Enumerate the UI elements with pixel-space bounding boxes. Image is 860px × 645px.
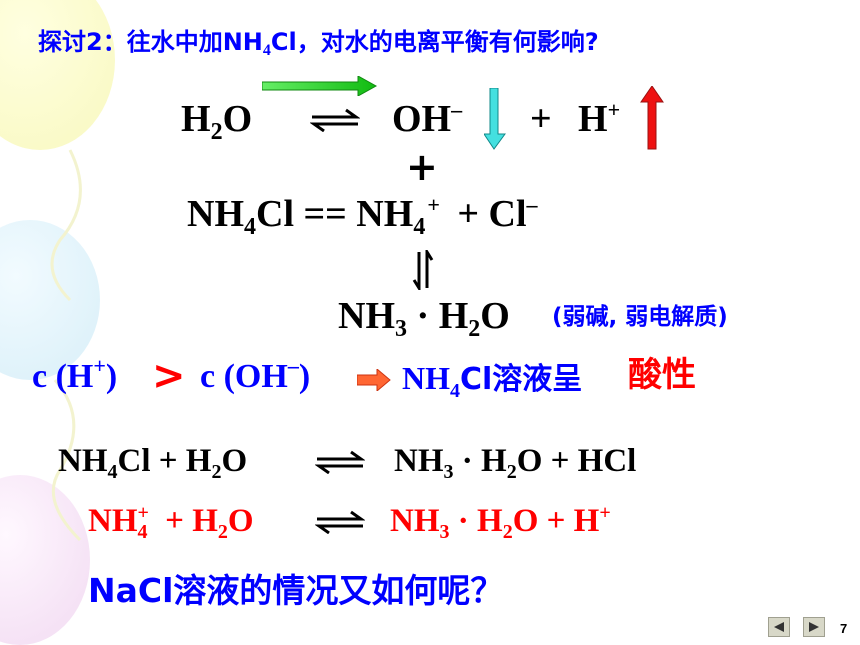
- title-prefix: 探讨2：往水中加NH: [38, 28, 263, 56]
- ionic-hydrolysis-products: NH3 · H2O + H+: [390, 502, 611, 542]
- acidic-label: 酸性: [628, 355, 696, 395]
- compare-left-sup: +: [93, 353, 106, 378]
- eq4-e-sub: 2: [506, 461, 517, 483]
- eq2-nh-sub: 4: [244, 214, 256, 240]
- page-number: 7: [840, 621, 848, 636]
- compare-right-sup: –: [287, 353, 299, 378]
- eq1-hplus-sup: +: [607, 97, 621, 122]
- hydrolysis-equation: NH4Cl + H2O: [58, 443, 248, 483]
- eq5-f: O + H: [512, 503, 600, 539]
- eq4-b: Cl + H: [117, 443, 212, 479]
- eq3-dot: ·: [416, 295, 430, 337]
- eq4-b-sub: 2: [211, 461, 222, 483]
- vertical-equilibrium-arrow-icon: [412, 250, 434, 290]
- result-sub: 4: [450, 380, 460, 402]
- triangle-left-icon: [774, 622, 784, 632]
- slide-title: 探讨2：往水中加NH4Cl，对水的电离平衡有何影响?: [38, 28, 599, 59]
- eq2-cl: Cl == NH: [256, 193, 414, 235]
- equilibrium-arrow-icon: [315, 510, 365, 534]
- triangle-right-icon: [809, 622, 819, 632]
- eq1-oh-sup: –: [451, 97, 463, 122]
- acidic-conclusion: NH4Cl溶液呈: [402, 360, 583, 401]
- eq2-nh4-sub: 4: [413, 214, 426, 240]
- shift-right-arrow-icon: [262, 76, 378, 96]
- compare-left-close: ): [105, 358, 118, 395]
- eq4-c: O: [221, 443, 248, 479]
- concentration-oh: c (OH–): [200, 355, 311, 395]
- eq4-f: O + HCl: [516, 443, 637, 479]
- eq1-h-sub: 2: [210, 119, 223, 145]
- eq2-rest: + Cl: [457, 193, 527, 235]
- eq4-d-sub: 3: [443, 461, 454, 483]
- eq5-a-sub: 4: [137, 521, 148, 543]
- compare-left: c (H: [32, 358, 94, 395]
- implies-arrow-icon: [357, 369, 391, 391]
- eq1-h: H: [181, 98, 211, 140]
- water-formula: H2O: [181, 98, 253, 144]
- eq3-nh-sub: 3: [395, 316, 407, 342]
- plus-sign: +: [406, 145, 438, 189]
- eq3-nh: NH: [338, 295, 395, 337]
- equilibrium-arrow-icon: [310, 108, 360, 132]
- hydrolysis-products: NH3 · H2O + HCl: [394, 443, 637, 483]
- eq3-o: O: [480, 295, 510, 337]
- eq5-d-sub: 3: [439, 521, 450, 543]
- eq1-hplus: H: [578, 98, 608, 140]
- weak-base-note: (弱碱, 弱电解质): [552, 304, 728, 329]
- eq4-a-sub: 4: [107, 461, 118, 483]
- eq2-nh4-sup: +: [427, 192, 440, 217]
- hydroxide-formula: OH–: [392, 97, 463, 140]
- compare-right: c (OH: [200, 358, 288, 395]
- eq5-c: O: [227, 503, 254, 539]
- eq5-e: H: [477, 503, 503, 539]
- result-nh: NH: [402, 360, 450, 396]
- concentration-comparison: c (H+): [32, 355, 118, 395]
- eq1-oh: OH: [392, 98, 452, 140]
- hydrogen-ion-formula: H+: [578, 97, 621, 140]
- title-suffix: Cl，对水的电离平衡有何影响?: [270, 28, 599, 56]
- eq3-note: (弱碱, 弱电解质): [552, 304, 728, 330]
- ionic-hydrolysis-equation: NH4+ + H2O: [88, 502, 254, 542]
- eq5-b-sub: 2: [217, 521, 228, 543]
- ammonia-hydrate-formula: NH3 · H2O: [338, 295, 510, 341]
- eq5-b: + H: [165, 503, 218, 539]
- eq4-dot: ·: [461, 443, 473, 479]
- eq4-a: NH: [58, 443, 108, 479]
- eq5-dot: ·: [457, 503, 469, 539]
- next-slide-button[interactable]: [803, 617, 825, 637]
- eq5-a: NH: [88, 503, 138, 539]
- title-subscript: 4: [262, 42, 271, 59]
- eq3-h: H: [438, 295, 469, 337]
- h-increase-arrow-icon: [640, 86, 664, 150]
- eq5-f-sup: +: [599, 502, 611, 524]
- question-text: NaCl溶液的情况又如何呢？: [88, 571, 504, 610]
- eq5-a-sup: +: [137, 502, 149, 524]
- eq2-nh: NH: [187, 193, 244, 235]
- eq4-d: NH: [394, 443, 444, 479]
- eq1-o: O: [222, 98, 253, 140]
- eq1-plus: +: [530, 98, 552, 140]
- eq5-d: NH: [390, 503, 440, 539]
- result-text: Cl溶液呈: [460, 362, 583, 397]
- eq5-e-sub: 2: [502, 521, 513, 543]
- eq3-h-sub: 2: [468, 316, 481, 342]
- equilibrium-arrow-icon: [315, 450, 365, 474]
- nacl-question: NaCl溶液的情况又如何呢？: [88, 574, 503, 609]
- prev-slide-button[interactable]: [768, 617, 790, 637]
- oh-decrease-arrow-icon: [484, 88, 506, 150]
- greater-than-sign: >: [152, 353, 186, 399]
- compare-right-close: ): [298, 358, 311, 395]
- ammonium-chloride-dissociation: NH4Cl == NH4+ + Cl–: [187, 192, 538, 240]
- eq4-e: H: [481, 443, 507, 479]
- eq2-cl-sup: –: [526, 192, 538, 217]
